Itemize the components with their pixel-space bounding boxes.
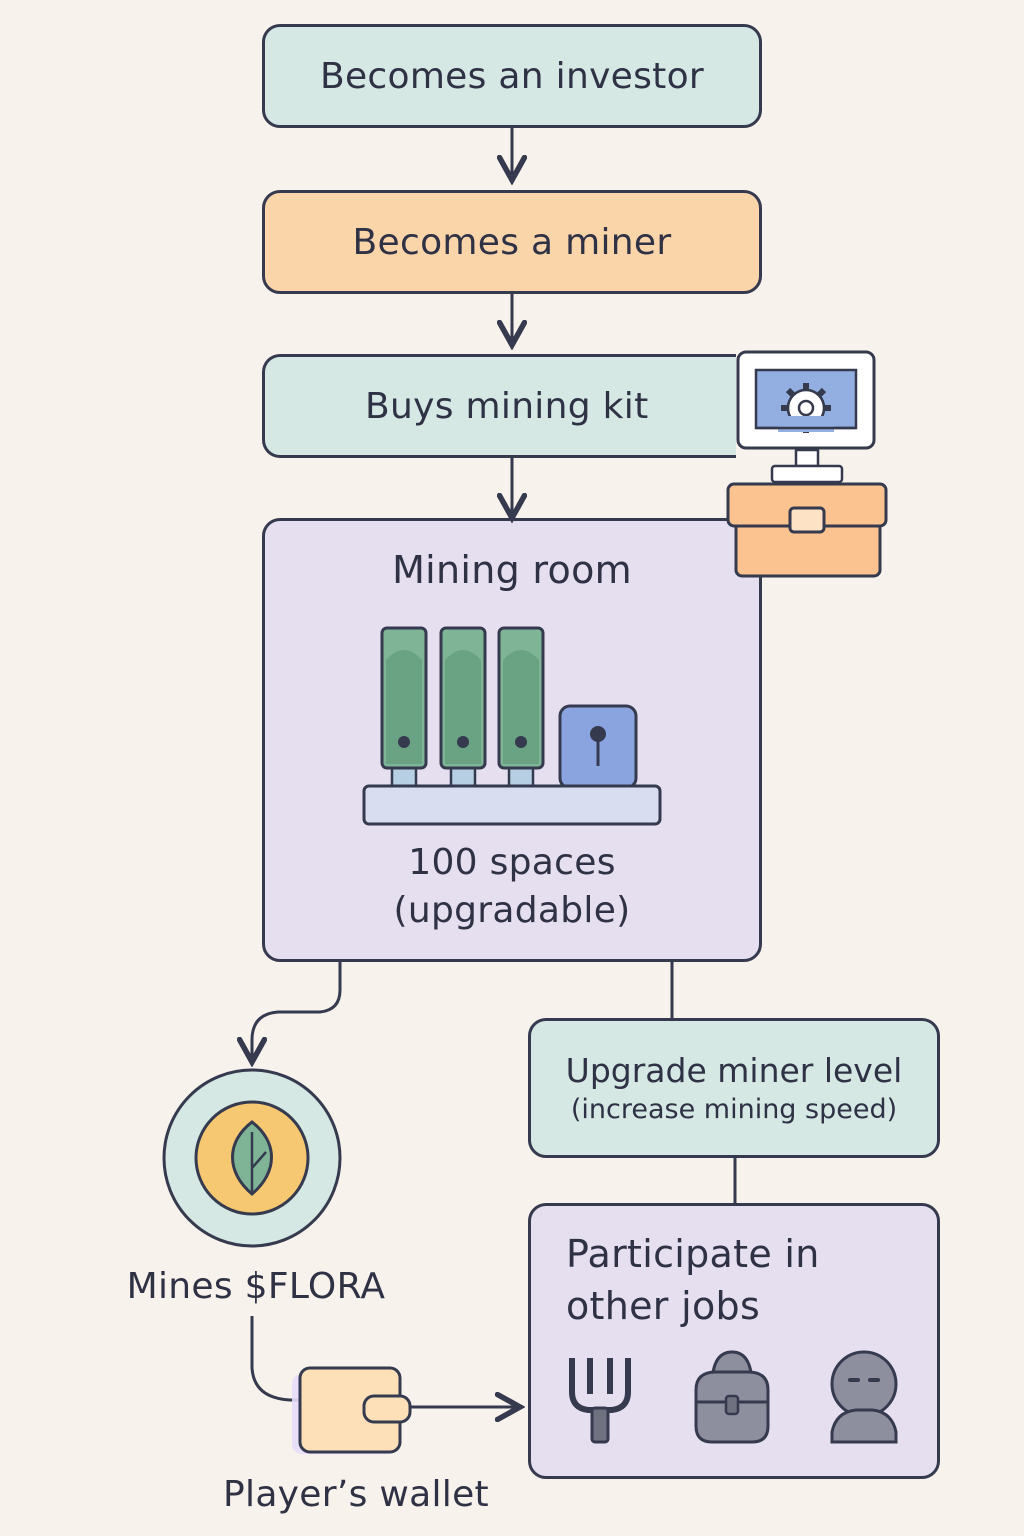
step-becomes-investor: Becomes an investor bbox=[262, 24, 762, 128]
rig-unit-1 bbox=[380, 626, 428, 788]
upgrade-subtitle: (increase mining speed) bbox=[570, 1094, 898, 1125]
wallet-icon bbox=[292, 1366, 412, 1454]
rig-unit-3 bbox=[497, 626, 545, 788]
mining-room-note: (upgradable) bbox=[393, 890, 631, 931]
step-miner-label: Becomes a miner bbox=[352, 221, 672, 263]
step-kit-label: Buys mining kit bbox=[365, 385, 649, 427]
upgrade-miner-box: Upgrade miner level (increase mining spe… bbox=[528, 1018, 940, 1158]
lockbox-icon bbox=[558, 704, 638, 790]
worker-icon bbox=[830, 1350, 898, 1444]
step-buys-mining-kit: Buys mining kit bbox=[262, 354, 736, 458]
toolbox-icon bbox=[726, 482, 888, 578]
connector-flora-to-wallet bbox=[250, 1316, 300, 1402]
rig-shelf bbox=[362, 784, 662, 826]
mining-room-title: Mining room bbox=[392, 548, 632, 592]
fork-icon bbox=[569, 1358, 631, 1444]
jobs-title-line2: other jobs bbox=[566, 1284, 761, 1328]
arrow-room-to-flora bbox=[252, 962, 342, 1062]
jobs-title-line1: Participate in bbox=[566, 1232, 820, 1276]
step-investor-label: Becomes an investor bbox=[319, 55, 705, 97]
monitor-gear-icon bbox=[736, 350, 876, 484]
mining-room-capacity: 100 spaces bbox=[408, 842, 616, 883]
mines-flora-label: Mines $FLORA bbox=[126, 1266, 386, 1307]
backpack-icon bbox=[694, 1350, 770, 1444]
mining-rig-icon bbox=[362, 626, 662, 826]
step-becomes-miner: Becomes a miner bbox=[262, 190, 762, 294]
players-wallet-label: Player’s wallet bbox=[223, 1474, 489, 1515]
rig-unit-2 bbox=[439, 626, 487, 788]
upgrade-title: Upgrade miner level bbox=[565, 1051, 903, 1090]
flora-coin-icon bbox=[162, 1068, 342, 1248]
